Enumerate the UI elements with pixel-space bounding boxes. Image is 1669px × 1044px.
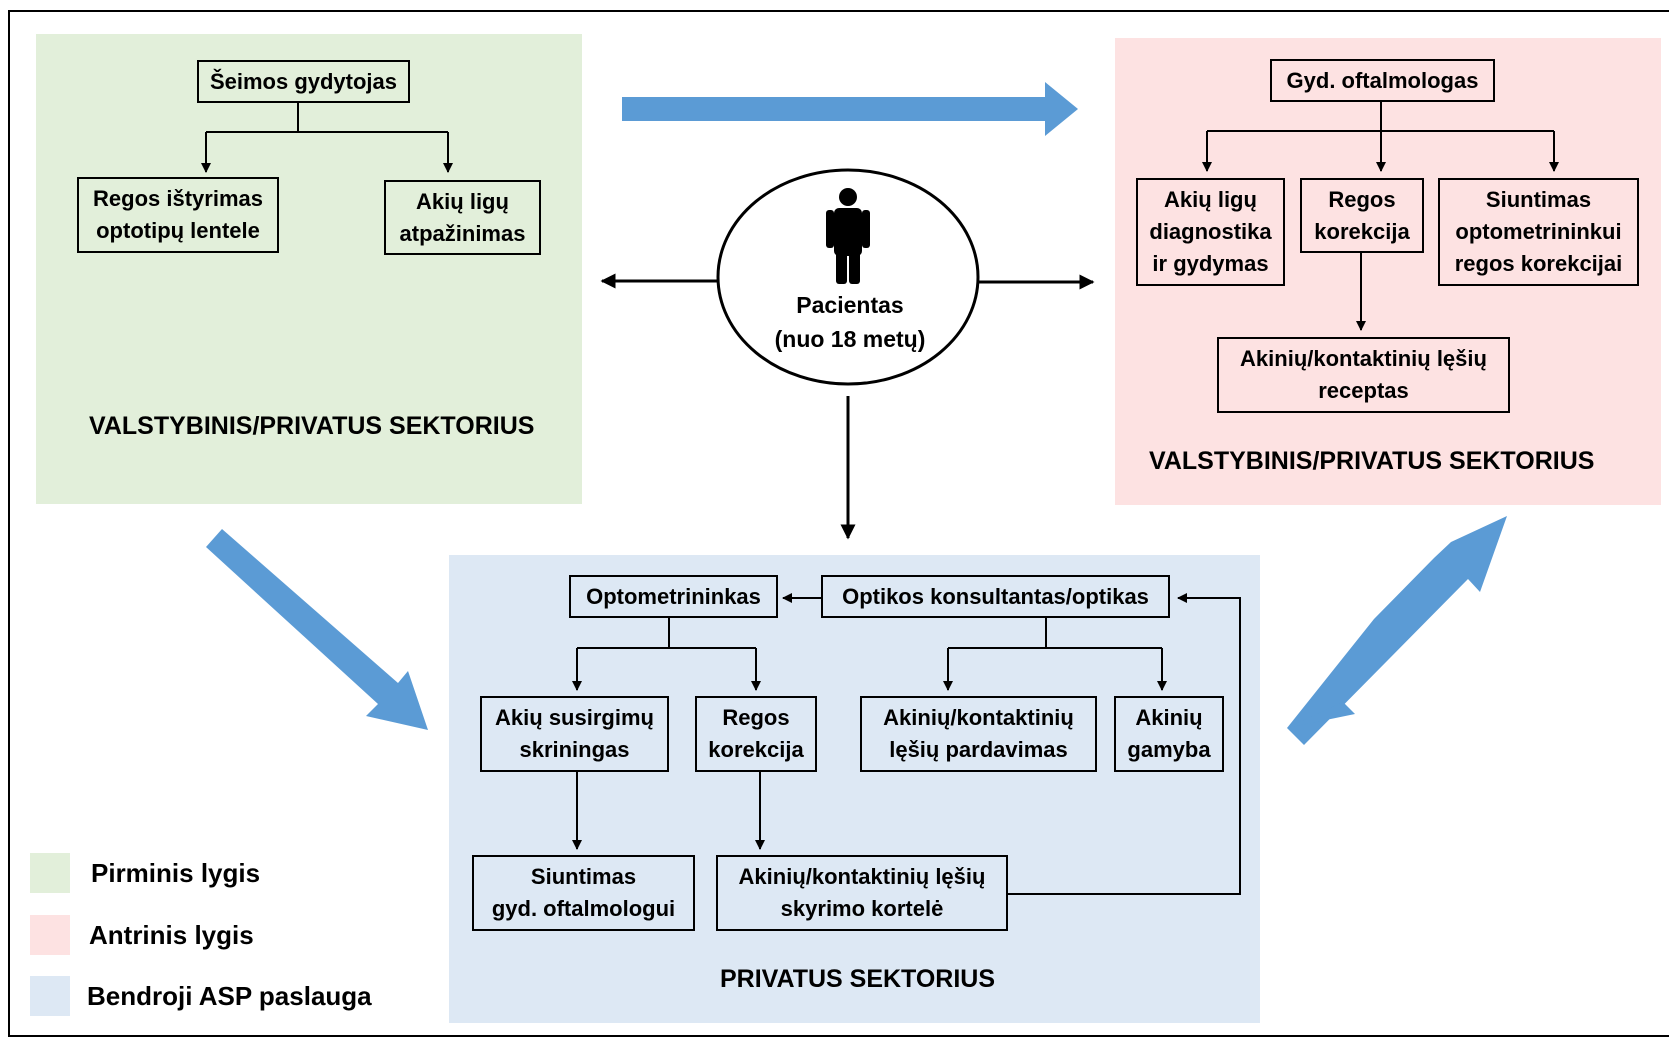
primary-sector-title: VALSTYBINIS/PRIVATUS SEKTORIUS xyxy=(89,412,535,440)
eye-disease-diagnostics-box: Akių ligų diagnostika ir gydymas xyxy=(1136,178,1285,286)
eye-screening-box: Akių susirgimų skriningas xyxy=(480,696,669,772)
patient-ellipse xyxy=(716,168,980,386)
ophthalmologist-referral-box: Siuntimas gyd. oftalmologui xyxy=(472,855,695,931)
glasses-manufacturing-box: Akinių gamyba xyxy=(1114,696,1224,772)
optometrist-referral-box: Siuntimas optometrininkui regos korekcij… xyxy=(1438,178,1639,286)
private-tree-lines xyxy=(572,593,1241,895)
prescription-box: Akinių/kontaktinių lęšių receptas xyxy=(1217,337,1510,413)
eye-disease-recognition-box: Akių ligų atpažinimas xyxy=(384,180,541,255)
primary-sector-region xyxy=(36,34,582,504)
ophthalmologist-box: Gyd. oftalmologas xyxy=(1270,59,1495,102)
big-arrow-primary-to-secondary xyxy=(622,82,1078,136)
secondary-vision-correction-box: Regos korekcija xyxy=(1300,178,1424,253)
vision-test-box: Regos ištyrimas optotipų lentele xyxy=(77,177,279,253)
person-icon xyxy=(826,188,870,284)
legend-swatch-secondary xyxy=(30,915,70,955)
optician-box: Optikos konsultantas/optikas xyxy=(821,575,1170,618)
diagram-frame xyxy=(8,10,1669,1037)
lens-card-box: Akinių/kontaktinių lęšių skyrimo kortelė xyxy=(716,855,1008,931)
private-vision-correction-box: Regos korekcija xyxy=(695,696,817,772)
secondary-sector-title: VALSTYBINIS/PRIVATUS SEKTORIUS xyxy=(1149,447,1595,475)
legend-label-primary: Pirminis lygis xyxy=(91,858,261,888)
secondary-tree-lines xyxy=(1202,101,1559,331)
legend-swatch-primary xyxy=(30,853,70,893)
big-arrow-private-secondary-head xyxy=(1287,702,1355,728)
private-sector-title: PRIVATUS SEKTORIUS xyxy=(720,965,996,993)
lens-sales-box: Akinių/kontaktinių lęšių pardavimas xyxy=(860,696,1097,772)
patient-label: Pacientas (nuo 18 metų) xyxy=(774,292,926,352)
primary-tree-lines xyxy=(201,102,453,173)
big-arrow-private-secondary xyxy=(1287,516,1507,745)
secondary-sector-region xyxy=(1115,38,1661,505)
optometrist-box: Optometrininkas xyxy=(569,575,778,618)
private-sector-region xyxy=(449,555,1260,1023)
family-doctor-box: Šeimos gydytojas xyxy=(197,60,410,103)
legend-label-asp: Bendroji ASP paslauga xyxy=(87,981,372,1011)
big-arrow-primary-to-private xyxy=(206,529,428,730)
legend-swatch-asp xyxy=(30,976,70,1016)
legend-label-secondary: Antrinis lygis xyxy=(89,920,254,950)
